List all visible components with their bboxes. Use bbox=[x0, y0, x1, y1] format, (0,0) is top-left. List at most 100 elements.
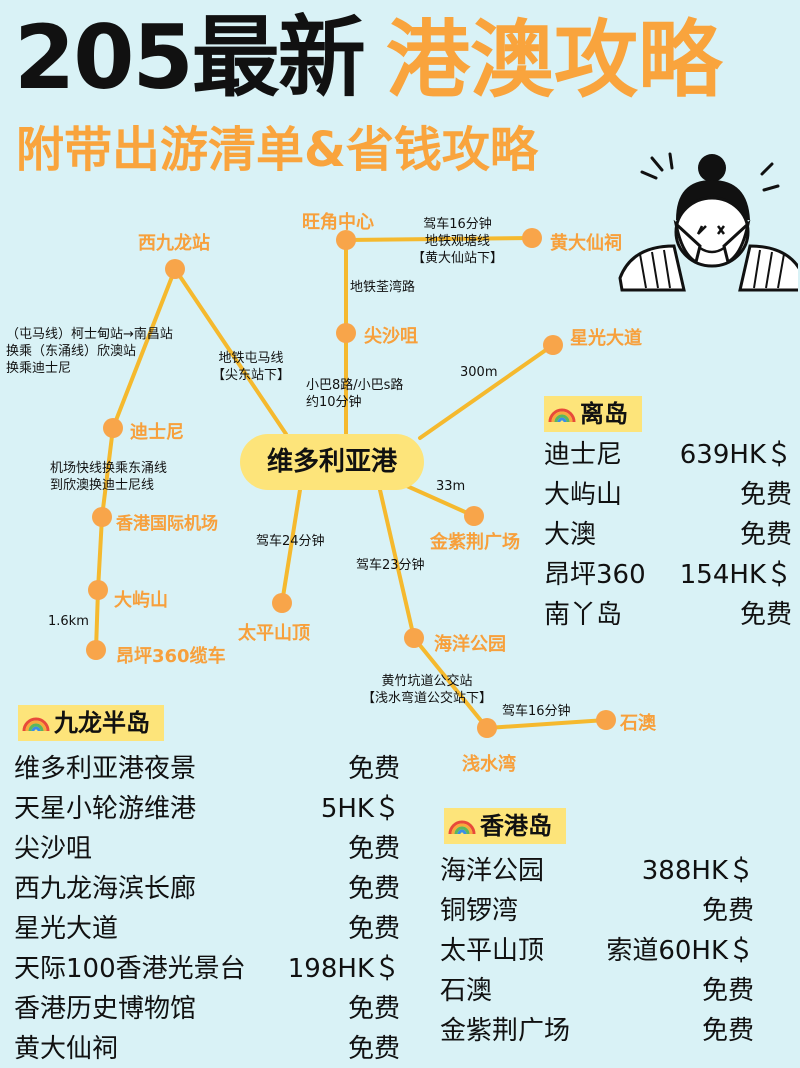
attraction-name: 香港历史博物馆 bbox=[14, 994, 197, 1024]
note-drive23: 驾车23分钟 bbox=[356, 558, 425, 573]
attraction-price: 198HK＄ bbox=[287, 954, 400, 984]
attraction-name: 西九龙海滨长廊 bbox=[14, 874, 197, 904]
attraction-price: 免费 bbox=[347, 754, 400, 784]
price-row: 迪士尼 639HK＄ bbox=[544, 436, 792, 474]
rainbow-icon bbox=[548, 408, 576, 423]
attraction-name: 铜锣湾 bbox=[440, 896, 519, 926]
station-ocean-park: 海洋公园 bbox=[434, 634, 506, 655]
station-wong-tai-sin: 黄大仙祠 bbox=[550, 233, 622, 254]
station-avenue-stars: 星光大道 bbox=[570, 328, 642, 349]
dot-repulse-bay bbox=[477, 718, 497, 738]
price-row: 铜锣湾 免费 bbox=[440, 892, 754, 930]
attraction-price: 免费 bbox=[739, 520, 792, 550]
attraction-name: 大屿山 bbox=[544, 480, 623, 510]
station-west-kowloon: 西九龙站 bbox=[138, 233, 210, 254]
attraction-name: 太平山顶 bbox=[440, 936, 545, 966]
note-33m: 33m bbox=[436, 479, 466, 494]
rainbow-icon bbox=[22, 717, 50, 732]
price-row: 天际100香港光景台 198HK＄ bbox=[14, 950, 400, 988]
station-bauhinia: 金紫荆广场 bbox=[430, 532, 520, 553]
section-title-kowloon-text: 九龙半岛 bbox=[54, 709, 150, 737]
price-row: 太平山顶索道60HK＄ bbox=[440, 932, 754, 970]
station-peak: 太平山顶 bbox=[238, 623, 310, 644]
attraction-name: 迪士尼 bbox=[544, 440, 623, 470]
rainbow-icon bbox=[448, 820, 476, 835]
attraction-name: 星光大道 bbox=[14, 914, 119, 944]
section-title-hk-island: 香港岛 bbox=[444, 808, 566, 844]
attraction-name: 南丫岛 bbox=[544, 600, 623, 630]
section-title-hk-island-text: 香港岛 bbox=[480, 812, 552, 840]
note-300m: 300m bbox=[460, 365, 498, 380]
note-drive16b: 驾车16分钟 bbox=[502, 704, 571, 719]
station-ngong-ping: 昂坪360缆车 bbox=[116, 646, 226, 667]
attraction-price: 免费 bbox=[347, 914, 400, 944]
attraction-price: 388HK＄ bbox=[641, 856, 754, 886]
price-row: 大屿山 免费 bbox=[544, 476, 792, 514]
title-highlight: 港澳攻略 bbox=[386, 11, 723, 109]
attraction-price: 免费 bbox=[701, 976, 754, 1006]
attraction-price: 免费 bbox=[701, 1016, 754, 1046]
attraction-price: 5HK＄ bbox=[320, 794, 400, 824]
attraction-name: 大澳 bbox=[544, 520, 597, 550]
price-row: 石澳 免费 bbox=[440, 972, 754, 1010]
attraction-name: 石澳 bbox=[440, 976, 493, 1006]
note-1-6km: 1.6km bbox=[48, 614, 89, 629]
station-mong-kok: 旺角中心 bbox=[302, 212, 374, 233]
attraction-name: 尖沙咀 bbox=[14, 834, 93, 864]
attraction-name: 天际100香港光景台 bbox=[14, 954, 246, 984]
attraction-price: 免费 bbox=[739, 600, 792, 630]
attraction-price: 免费 bbox=[347, 874, 400, 904]
price-row: 黄大仙祠 免费 bbox=[14, 1030, 400, 1068]
attraction-price: 免费 bbox=[701, 896, 754, 926]
face-palm-character-icon bbox=[618, 152, 798, 292]
note-minibus: 小巴8路/小巴s路 约10分钟 bbox=[306, 378, 404, 410]
note-drive24: 驾车24分钟 bbox=[256, 534, 325, 549]
note-bus-stop: 黄竹坑道公交站 【浅水弯道公交站下】 bbox=[362, 674, 493, 706]
dot-ngong-ping bbox=[86, 640, 106, 660]
dot-tsim-sha-tsui bbox=[336, 323, 356, 343]
victoria-harbour-hub: 维多利亚港 bbox=[240, 434, 424, 490]
section-title-kowloon: 九龙半岛 bbox=[18, 705, 164, 741]
dot-peak bbox=[272, 593, 292, 613]
dot-bauhinia bbox=[464, 506, 484, 526]
attraction-price: 免费 bbox=[347, 994, 400, 1024]
attraction-price: 免费 bbox=[347, 1034, 400, 1064]
dot-avenue-stars bbox=[543, 335, 563, 355]
attraction-name: 金紫荆广场 bbox=[440, 1016, 571, 1046]
note-drive16-mtr: 驾车16分钟 地铁观塘线 【黄大仙站下】 bbox=[412, 217, 504, 266]
note-tuen-ma: （屯马线）柯士甸站→南昌站 换乘（东涌线）欣澳站 换乘迪士尼 bbox=[6, 327, 173, 376]
station-tsim-sha-tsui: 尖沙咀 bbox=[364, 326, 418, 347]
dot-airport bbox=[92, 507, 112, 527]
dot-stanley bbox=[596, 710, 616, 730]
station-disney: 迪士尼 bbox=[130, 422, 184, 443]
attraction-price: 639HK＄ bbox=[679, 440, 792, 470]
station-stanley: 石澳 bbox=[620, 713, 656, 734]
station-lantau: 大屿山 bbox=[114, 590, 168, 611]
note-airport-express: 机场快线换乘东涌线 到欣澳换迪士尼线 bbox=[50, 461, 168, 493]
price-row: 星光大道 免费 bbox=[14, 910, 400, 948]
attraction-name: 维多利亚港夜景 bbox=[14, 754, 197, 784]
price-row: 香港历史博物馆 免费 bbox=[14, 990, 400, 1028]
note-mtr-tuen-ma: 地铁屯马线 【尖东站下】 bbox=[212, 351, 291, 383]
note-tsuen-wan: 地铁荃湾路 bbox=[350, 280, 416, 295]
attraction-name: 昂坪360 bbox=[544, 560, 646, 590]
attraction-price: 免费 bbox=[739, 480, 792, 510]
dot-ocean-park bbox=[404, 628, 424, 648]
title-number: 205最新 bbox=[14, 6, 366, 109]
dot-disney bbox=[103, 418, 123, 438]
section-title-outlying: 离岛 bbox=[544, 396, 642, 432]
dot-lantau bbox=[88, 580, 108, 600]
price-row: 维多利亚港夜景 免费 bbox=[14, 750, 400, 788]
price-row: 金紫荆广场 免费 bbox=[440, 1012, 754, 1050]
dot-mong-kok bbox=[336, 230, 356, 250]
dot-wong-tai-sin bbox=[522, 228, 542, 248]
attraction-name: 黄大仙祠 bbox=[14, 1034, 119, 1064]
dot-west-kowloon bbox=[165, 259, 185, 279]
station-airport: 香港国际机场 bbox=[116, 514, 218, 534]
station-repulse-bay: 浅水湾 bbox=[462, 754, 516, 775]
price-row: 西九龙海滨长廊 免费 bbox=[14, 870, 400, 908]
route-map bbox=[86, 228, 616, 738]
